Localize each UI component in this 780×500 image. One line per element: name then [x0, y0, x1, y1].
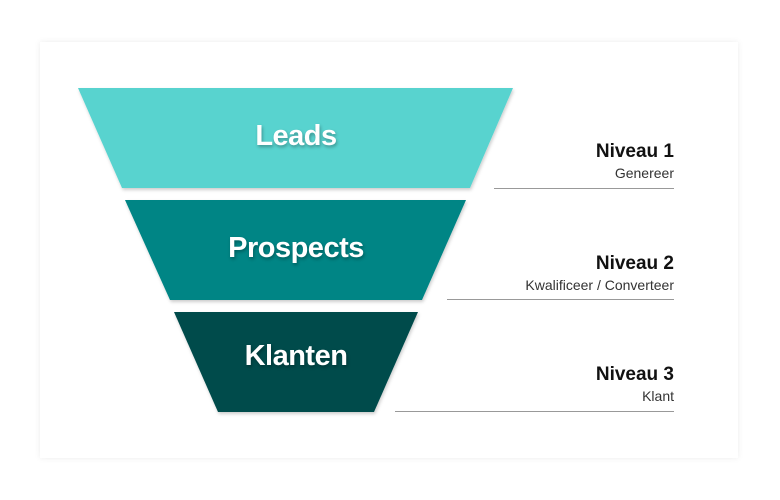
funnel-stage-prospects: [125, 200, 466, 300]
divider-line: [395, 411, 674, 412]
divider-line: [447, 299, 674, 300]
level-3: Niveau 3 Klant: [596, 364, 674, 406]
level-action: Genereer: [614, 165, 674, 181]
level-action: Kwalificeer / Converteer: [525, 277, 674, 293]
funnel-stage-klanten: [174, 312, 418, 412]
level-title: Niveau 3: [595, 364, 674, 385]
stage-label-klanten: Klanten: [244, 340, 348, 372]
level-1: Niveau 1 Genereer: [596, 141, 674, 183]
level-action: Klant: [642, 388, 674, 404]
level-title: Niveau 1: [595, 141, 674, 162]
level-title: Niveau 2: [595, 253, 674, 274]
level-2: Niveau 2 Kwalificeer / Converteer: [525, 253, 674, 295]
stage-label-leads: Leads: [255, 120, 337, 152]
divider-line: [494, 188, 674, 189]
funnel-stage-leads: [78, 88, 513, 188]
stage-label-prospects: Prospects: [228, 232, 364, 264]
